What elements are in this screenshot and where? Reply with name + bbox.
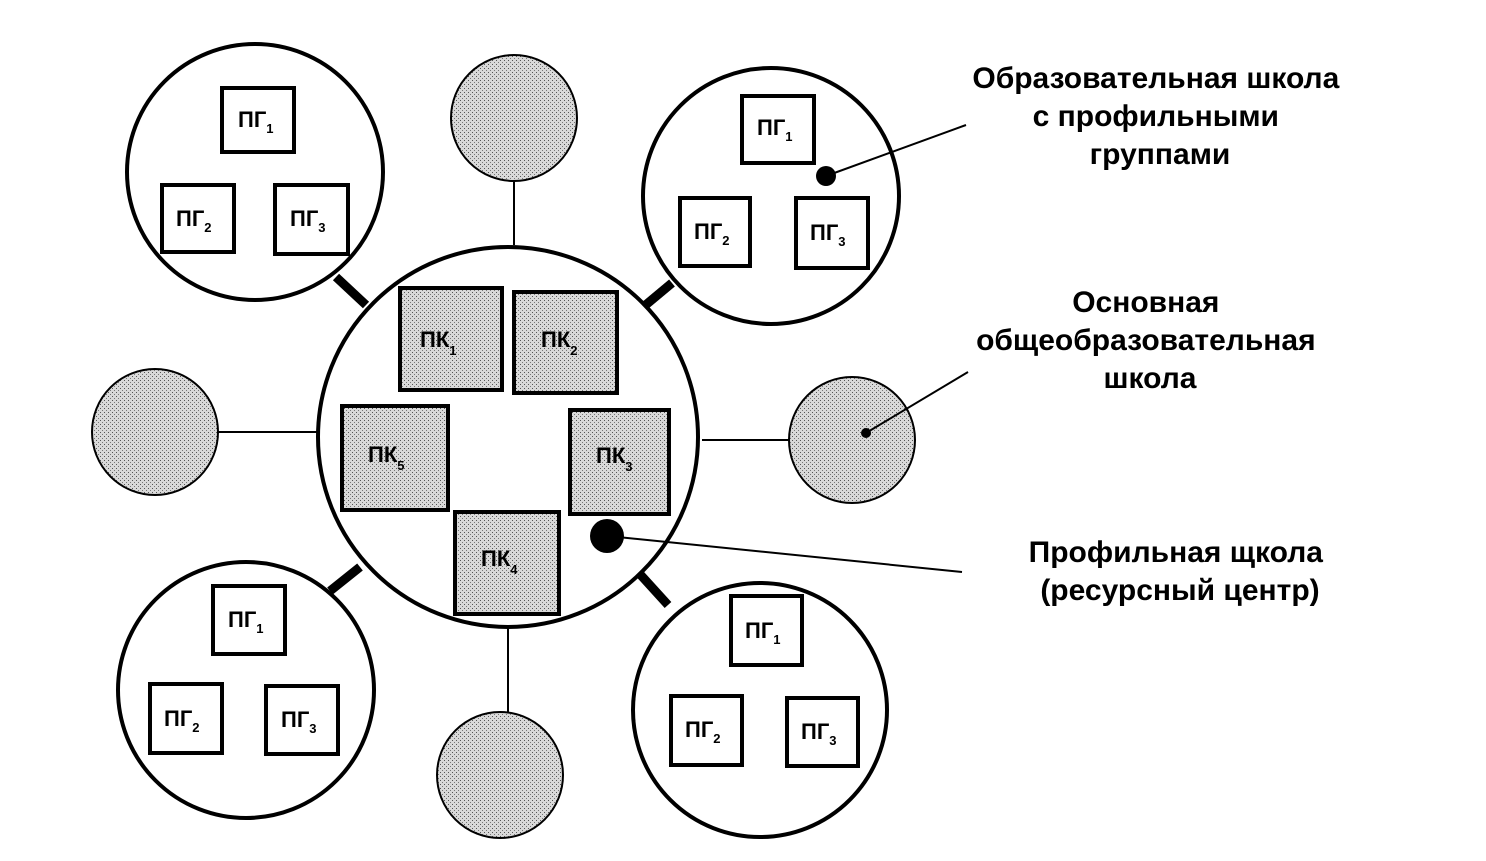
group-pg3: ПГ3 (794, 196, 870, 270)
basic-school-bottom (436, 711, 564, 839)
svg-text:ПГ2: ПГ2 (685, 717, 721, 746)
thick-connectors (327, 273, 675, 609)
group-pg3: ПГ3 (264, 684, 340, 756)
legend-resource-center: Профильная щкола (ресурсный центр) (1029, 536, 1332, 607)
profile-school-top-right: ПГ1 ПГ2 ПГ3 (641, 66, 901, 326)
svg-text:ПГ3: ПГ3 (810, 220, 846, 249)
basic-school-right (788, 376, 916, 504)
profile-school-bottom-left: ПГ1 ПГ2 ПГ3 (116, 560, 376, 820)
group-pg1: ПГ1 (220, 86, 296, 154)
cabinet-pk4: ПК4 (453, 510, 561, 616)
profile-school-top-left: ПГ1 ПГ2 ПГ3 (125, 42, 385, 302)
group-pg3: ПГ3 (785, 696, 860, 768)
thin-connectors (218, 180, 790, 715)
svg-text:ПГ1: ПГ1 (745, 618, 781, 647)
group-pg3: ПГ3 (273, 183, 350, 256)
marker-dot-profile-groups (816, 166, 836, 186)
legend-profile-groups: Образовательная школа с профильными груп… (972, 62, 1347, 171)
svg-text:ПГ3: ПГ3 (290, 206, 326, 235)
marker-dot-basic-school (861, 428, 871, 438)
basic-schools (91, 54, 916, 839)
svg-text:ПГ2: ПГ2 (164, 706, 200, 735)
svg-text:ПГ2: ПГ2 (176, 206, 212, 235)
legend-labels: Образовательная школа с профильными груп… (972, 62, 1347, 607)
svg-text:ПГ2: ПГ2 (694, 219, 730, 248)
marker-dot-resource-center (590, 519, 624, 553)
group-pg2: ПГ2 (160, 183, 236, 254)
connector-top-left (332, 273, 370, 309)
svg-text:ПГ1: ПГ1 (238, 107, 274, 136)
group-pg1: ПГ1 (729, 594, 804, 667)
group-pg2: ПГ2 (678, 196, 752, 268)
svg-text:ПК5: ПК5 (368, 442, 404, 473)
legend-basic-school: Основная общеобразовательная школа (976, 286, 1324, 395)
svg-text:ПК1: ПК1 (420, 327, 456, 358)
pointer-resource-center (607, 535, 963, 573)
connector-top-right (639, 279, 675, 312)
cabinet-pk1: ПК1 (398, 286, 504, 392)
svg-text:ПГ3: ПГ3 (801, 719, 837, 748)
svg-text:ПК2: ПК2 (541, 327, 577, 358)
connector-bottom-right (634, 568, 672, 609)
group-pg2: ПГ2 (669, 694, 744, 767)
legend-pointers (607, 124, 969, 573)
svg-text:ПГ1: ПГ1 (228, 607, 264, 636)
cabinet-pk3: ПК3 (568, 408, 671, 516)
resource-center: ПК1 ПК2 ПК5 ПК3 ПК4 (316, 245, 700, 629)
cabinet-pk2: ПК2 (512, 290, 619, 395)
group-pg2: ПГ2 (148, 682, 224, 755)
group-pg1: ПГ1 (740, 94, 816, 165)
svg-text:ПГ1: ПГ1 (757, 115, 793, 144)
basic-school-left (91, 368, 219, 496)
cabinet-pk5: ПК5 (340, 404, 450, 512)
svg-text:ПК4: ПК4 (481, 546, 518, 577)
svg-text:ПГ3: ПГ3 (281, 707, 317, 736)
profile-school-bottom-right: ПГ1 ПГ2 ПГ3 (631, 581, 889, 839)
pointer-profile-groups (825, 124, 967, 177)
group-pg1: ПГ1 (211, 584, 287, 656)
pointer-basic-school (865, 371, 969, 434)
basic-school-top (450, 54, 578, 182)
connector-bottom-left (327, 563, 363, 595)
svg-text:ПК3: ПК3 (596, 443, 632, 474)
